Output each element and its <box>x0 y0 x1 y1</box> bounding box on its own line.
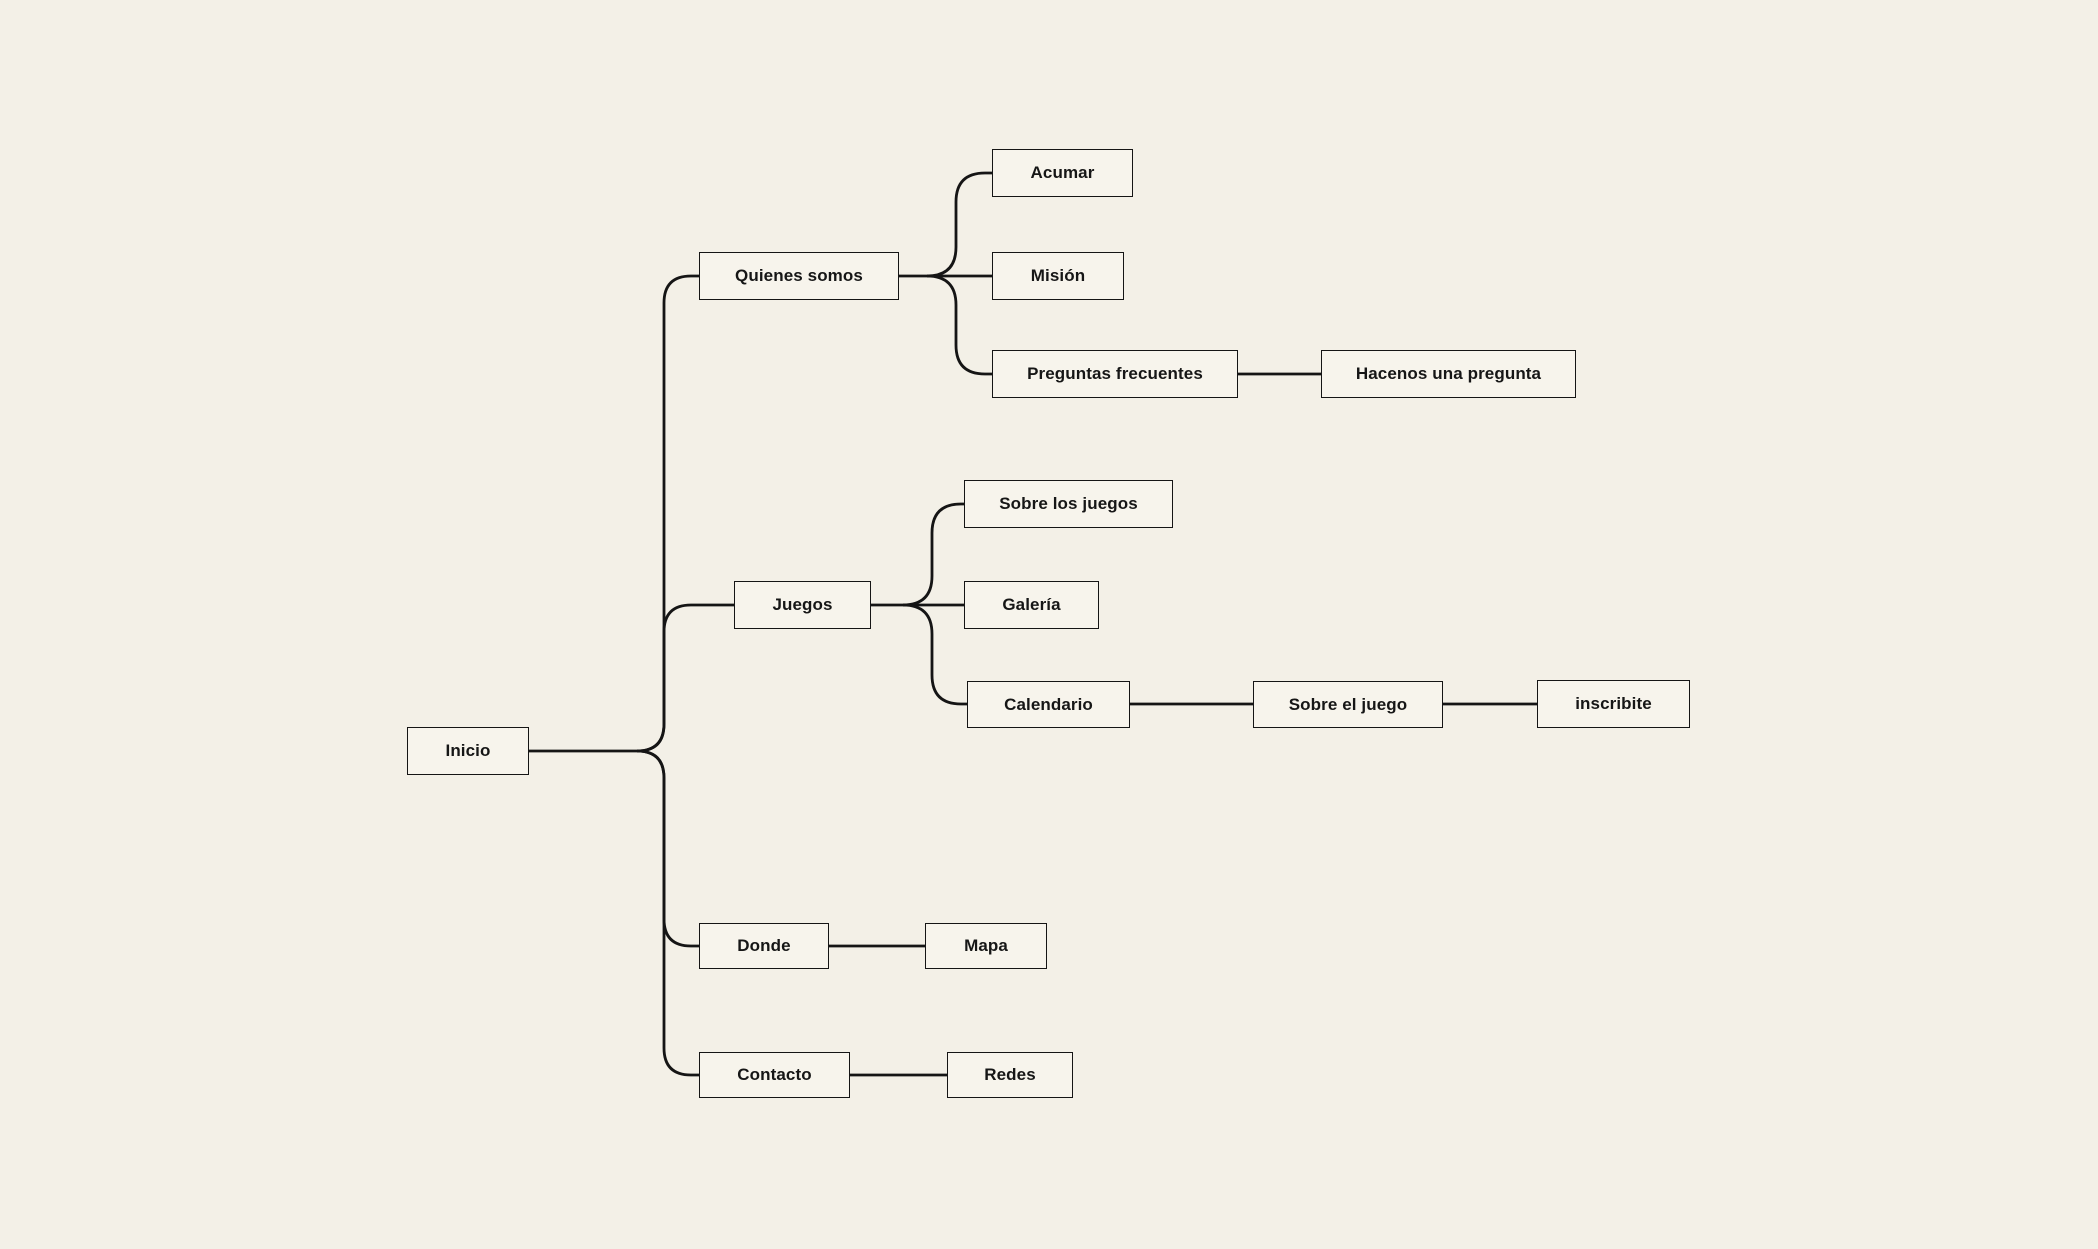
node-redes[interactable]: Redes <box>947 1052 1073 1098</box>
node-preguntas-frecuentes-label: Preguntas frecuentes <box>1027 364 1203 383</box>
connector-inicio-juegos <box>636 603 734 753</box>
node-inscribite-label: inscribite <box>1575 694 1652 713</box>
node-redes-label: Redes <box>984 1065 1036 1084</box>
connector-inicio-quienes-somos <box>636 274 699 753</box>
node-galeria-label: Galería <box>1002 595 1061 614</box>
connector-quienes-somos-acumar <box>926 171 992 278</box>
node-quienes-somos[interactable]: Quienes somos <box>699 252 899 300</box>
connector-quienes-somos-preguntas <box>926 274 992 376</box>
node-mision[interactable]: Misión <box>992 252 1124 300</box>
node-contacto[interactable]: Contacto <box>699 1052 850 1098</box>
node-mapa-label: Mapa <box>964 936 1008 955</box>
connector-juegos-sobre-los-juegos <box>902 502 964 607</box>
node-calendario-label: Calendario <box>1004 694 1093 714</box>
node-contacto-label: Contacto <box>737 1065 812 1084</box>
node-donde-label: Donde <box>737 936 791 955</box>
connector-inicio-contacto <box>636 749 699 1077</box>
node-sobre-el-juego[interactable]: Sobre el juego <box>1253 681 1443 728</box>
node-acumar[interactable]: Acumar <box>992 149 1133 197</box>
node-acumar-label: Acumar <box>1030 163 1095 182</box>
node-inicio[interactable]: Inicio <box>407 727 529 775</box>
node-inscribite[interactable]: inscribite <box>1537 680 1690 728</box>
node-juegos-label: Juegos <box>772 595 833 614</box>
node-inicio-label: Inicio <box>445 741 491 760</box>
node-hacenos-una-pregunta-label: Hacenos una pregunta <box>1355 364 1542 383</box>
node-hacenos-una-pregunta[interactable]: Hacenos una pregunta <box>1321 350 1576 398</box>
node-quienes-somos-label: Quienes somos <box>735 266 863 285</box>
node-sobre-los-juegos-label: Sobre los juegos <box>999 494 1138 513</box>
connector-juegos-calendario <box>902 603 967 706</box>
node-galeria[interactable]: Galería <box>964 581 1099 629</box>
connector-inicio-donde <box>636 749 699 948</box>
node-mision-label: Misión <box>1030 266 1086 285</box>
node-sobre-los-juegos[interactable]: Sobre los juegos <box>964 480 1173 528</box>
node-juegos[interactable]: Juegos <box>734 581 871 629</box>
node-mapa[interactable]: Mapa <box>925 923 1047 969</box>
node-sobre-el-juego-label: Sobre el juego <box>1288 694 1408 714</box>
node-preguntas-frecuentes[interactable]: Preguntas frecuentes <box>992 350 1238 398</box>
node-calendario[interactable]: Calendario <box>967 681 1130 728</box>
node-donde[interactable]: Donde <box>699 923 829 969</box>
